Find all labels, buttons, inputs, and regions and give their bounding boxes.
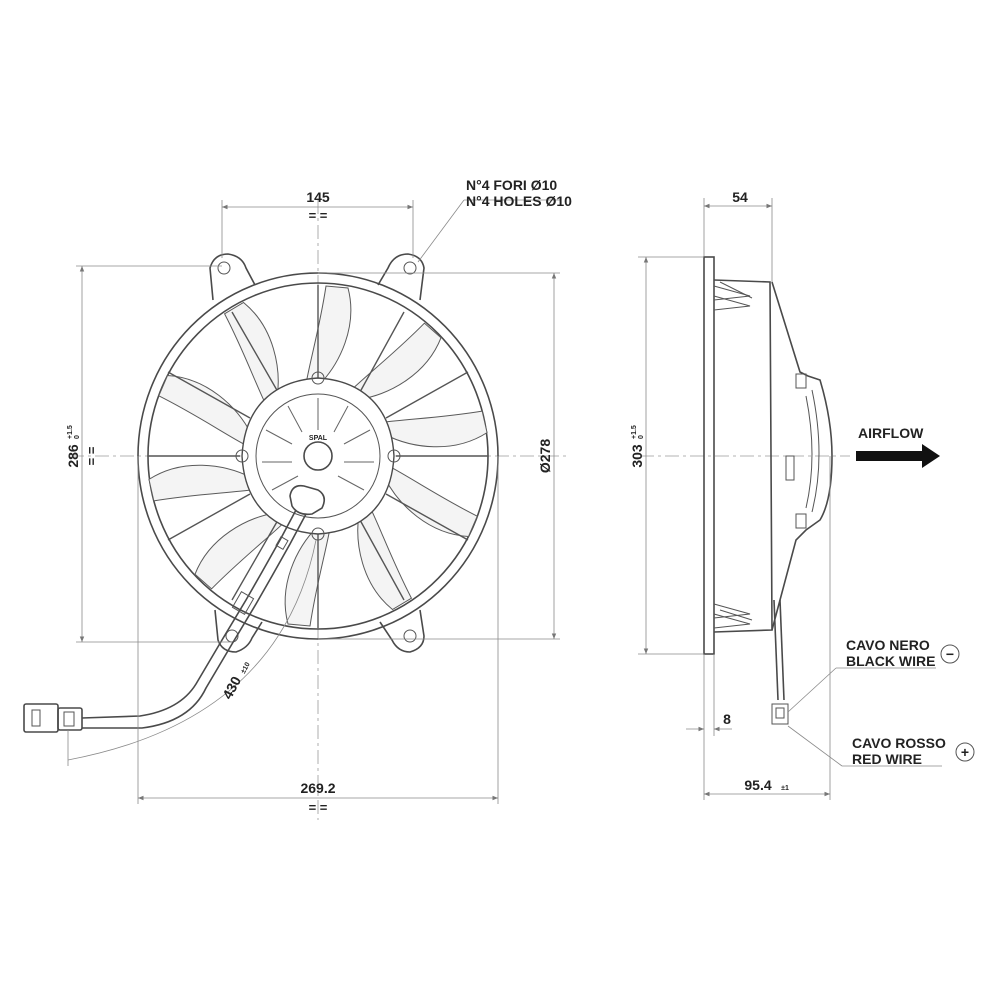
minus-circle-icon bbox=[940, 644, 960, 664]
mounting-ear-top-right bbox=[377, 253, 425, 301]
cable-clip bbox=[231, 591, 255, 615]
red-wire-en: RED WIRE bbox=[852, 751, 922, 767]
side-fins-top bbox=[713, 281, 753, 311]
dim-278-label: Ø278 bbox=[537, 439, 553, 473]
plus-symbol: + bbox=[961, 744, 969, 760]
svg-text:+1.5: +1.5 bbox=[67, 425, 74, 439]
black-wire-en: BLACK WIRE bbox=[846, 653, 935, 669]
svg-text:430: 430 bbox=[219, 673, 244, 701]
side-shroud bbox=[713, 279, 773, 633]
side-motor bbox=[771, 281, 833, 631]
svg-text:Ø278: Ø278 bbox=[537, 439, 553, 473]
front-view: SPAL 430 ±10 bbox=[23, 177, 572, 820]
svg-text:286: 286 bbox=[65, 444, 81, 468]
red-wire-leader bbox=[787, 725, 843, 767]
dim-269-eq: = = bbox=[309, 800, 328, 815]
side-fins-bottom bbox=[713, 603, 753, 629]
power-cable bbox=[81, 509, 307, 729]
hub-center bbox=[303, 441, 333, 471]
dim-286-label: 286 +1.5 0 bbox=[65, 425, 81, 468]
cable-length-label: 430 ±10 bbox=[219, 661, 252, 701]
red-wire-it: CAVO ROSSO bbox=[852, 735, 946, 751]
cable-gland bbox=[289, 484, 326, 516]
side-gland bbox=[785, 455, 795, 481]
hub-screw-left bbox=[235, 449, 249, 463]
connector bbox=[23, 703, 83, 733]
dim-8: 8 bbox=[723, 711, 731, 727]
black-wire-leader bbox=[787, 667, 837, 713]
airflow-label: AIRFLOW bbox=[858, 425, 924, 441]
svg-text:±10: ±10 bbox=[240, 661, 252, 675]
dim-145: 145 bbox=[306, 189, 330, 205]
holes-note-it: N°4 FORI Ø10 bbox=[466, 177, 557, 193]
minus-symbol: − bbox=[946, 646, 954, 662]
holes-leader bbox=[417, 199, 465, 263]
svg-text:0: 0 bbox=[638, 435, 645, 439]
black-wire-it: CAVO NERO bbox=[846, 637, 930, 653]
dim-145-eq: = = bbox=[309, 208, 328, 223]
dim-95: 95.4 bbox=[744, 777, 771, 793]
side-connector bbox=[771, 703, 789, 725]
motor-hub: SPAL bbox=[235, 371, 401, 541]
side-view: 54 303 +1.5 0 AIRFLOW CAVO NERO BLACK WI… bbox=[629, 189, 975, 800]
dim-95-tol: ±1 bbox=[781, 785, 789, 792]
mounting-ear-top-left bbox=[209, 253, 256, 301]
svg-text:+1.5: +1.5 bbox=[631, 425, 638, 439]
side-flange bbox=[703, 256, 715, 655]
dim-303-label: 303 +1.5 0 bbox=[629, 425, 645, 468]
dim-54: 54 bbox=[732, 189, 748, 205]
dim-269: 269.2 bbox=[300, 780, 335, 796]
logo-text: SPAL bbox=[309, 435, 328, 442]
cable-length-arc bbox=[67, 539, 317, 761]
plus-circle-icon bbox=[955, 742, 975, 762]
mounting-ear-bottom-right bbox=[379, 609, 425, 653]
hub-screw-right bbox=[387, 449, 401, 463]
dim-286-eq: = = bbox=[84, 446, 99, 465]
side-cable bbox=[773, 599, 779, 701]
grille-ribs bbox=[148, 285, 488, 628]
airflow-arrow bbox=[856, 444, 940, 468]
hub-screw-bottom bbox=[311, 527, 325, 541]
svg-text:303: 303 bbox=[629, 444, 645, 468]
svg-text:0: 0 bbox=[74, 435, 81, 439]
hub-screw-top bbox=[311, 371, 325, 385]
holes-note-en: N°4 HOLES Ø10 bbox=[466, 193, 572, 209]
